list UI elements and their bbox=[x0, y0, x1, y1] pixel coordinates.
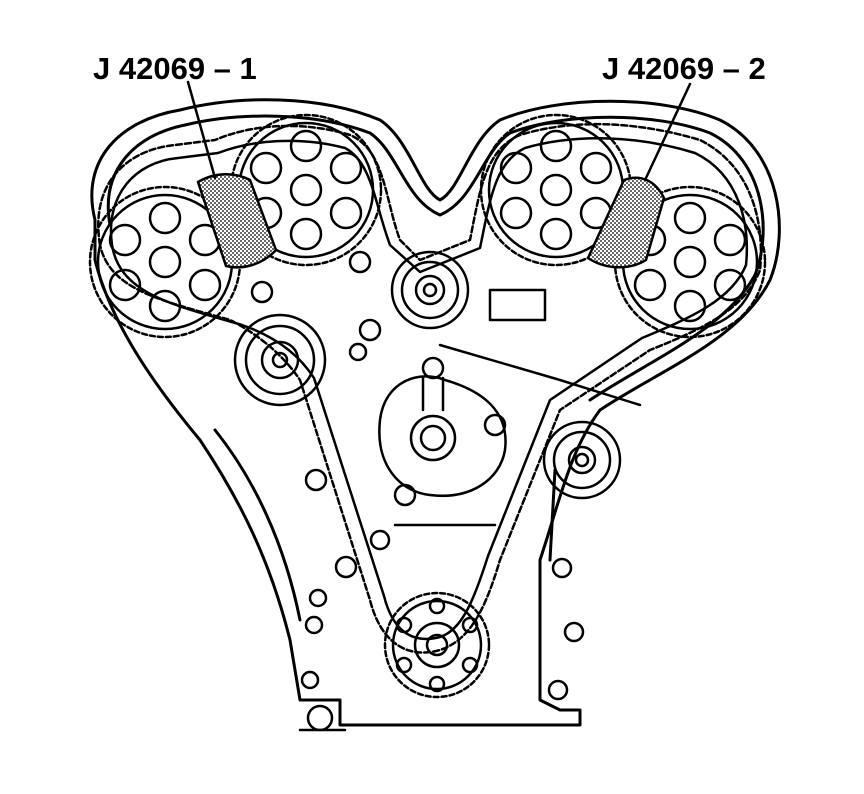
water-pump bbox=[378, 356, 507, 507]
upper-idler-pulley bbox=[390, 250, 470, 330]
engine-bolts bbox=[250, 250, 642, 732]
callout-label-tool-1: J 42069 – 1 bbox=[93, 51, 257, 86]
callout-label-tool-2: J 42069 – 2 bbox=[602, 51, 766, 86]
camshaft-holding-tool-1 bbox=[196, 173, 278, 269]
camshaft-holding-tool-2 bbox=[586, 176, 666, 269]
left-tensioner-pulley bbox=[233, 313, 327, 407]
timing-belt bbox=[97, 122, 763, 654]
crankshaft-sprocket bbox=[383, 591, 491, 699]
left-outer-cam-sprocket bbox=[88, 185, 242, 339]
right-idler-pulley bbox=[542, 420, 622, 500]
callout-leaders bbox=[186, 80, 692, 180]
